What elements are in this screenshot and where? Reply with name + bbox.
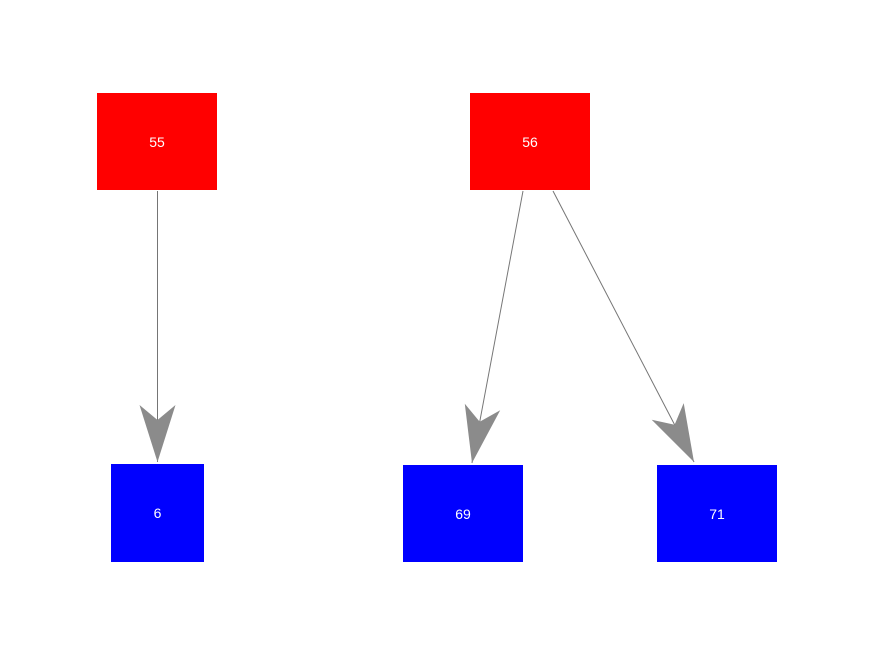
node-71: 71 [657, 465, 777, 562]
node-55: 55 [97, 93, 217, 190]
edge-line-56-69 [471, 190, 524, 464]
node-69: 69 [403, 465, 523, 562]
node-label: 55 [149, 133, 165, 150]
node-label: 6 [153, 505, 162, 521]
node-6: 6 [111, 464, 204, 562]
node-label: 56 [522, 133, 538, 150]
arrowhead-icon-55-6 [139, 405, 176, 462]
node-label: 69 [455, 505, 471, 522]
edge-line-56-71 [552, 190, 695, 463]
node-label: 71 [709, 505, 725, 522]
arrowhead-icon-56-69 [464, 403, 501, 463]
arrowhead-icon-56-71 [651, 403, 694, 462]
node-56: 56 [470, 93, 590, 190]
